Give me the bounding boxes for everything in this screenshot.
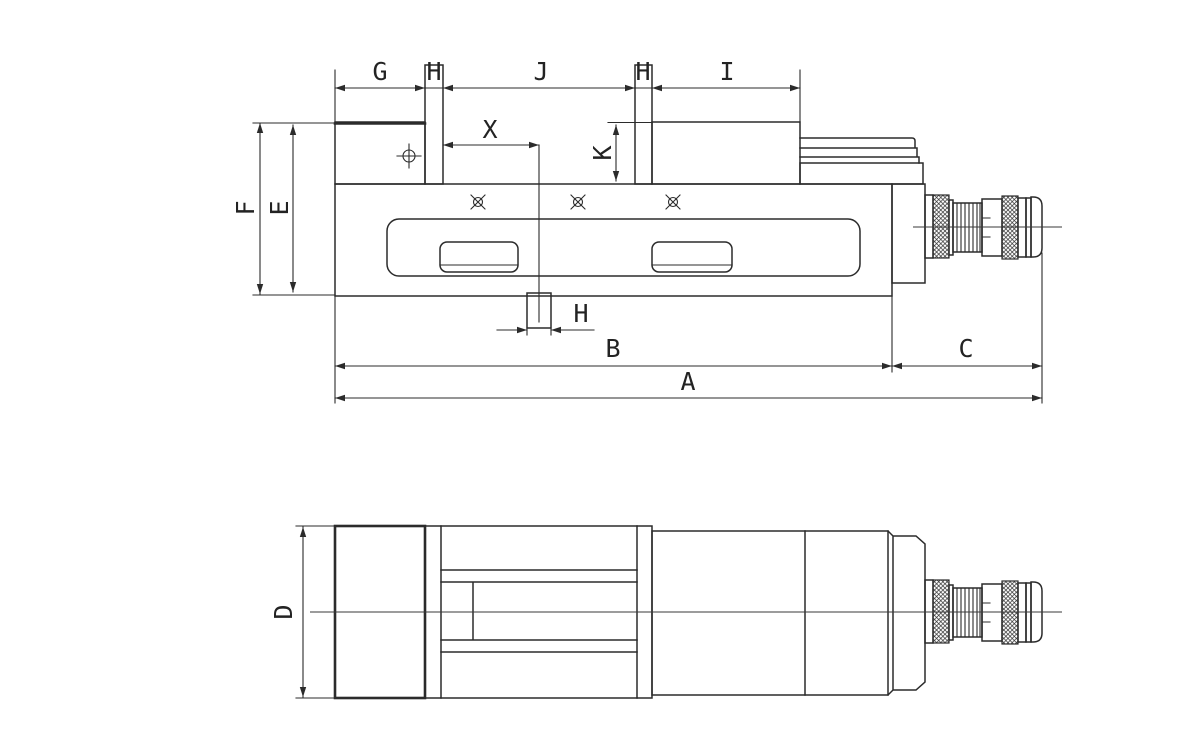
screw-washer: [924, 194, 934, 259]
grip-pocket-left: [439, 241, 519, 273]
dim-label-j: J: [533, 57, 548, 86]
plan-handle-ring-1: [1017, 582, 1027, 643]
plan-view-dimensions: D: [269, 525, 339, 699]
plan-outer-edges-mid: [440, 525, 638, 699]
grip-pocket-right: [651, 241, 733, 273]
knurled-collar-2: [1001, 195, 1019, 260]
plan-knurled-collar-1: [932, 579, 950, 644]
dim-label-b: B: [605, 334, 620, 363]
lead-screw-front: [913, 194, 1062, 260]
plan-screw-collar-grooves: [981, 602, 991, 623]
screw-collar: [981, 198, 1003, 257]
dim-label-c: C: [958, 334, 973, 363]
knurled-collar-1: [932, 194, 950, 259]
plan-knurled-collar-2: [1001, 580, 1019, 645]
extension-lines: [252, 69, 1043, 404]
plan-handle-end-cap: [1030, 581, 1043, 643]
front-view-geometry: [333, 64, 1062, 329]
dim-label-h1: H: [426, 57, 441, 86]
plan-extension-lines: [295, 525, 339, 699]
handle-ring-1: [1017, 197, 1027, 258]
rear-slide-block: [799, 162, 924, 185]
plan-end-block: [886, 529, 926, 697]
datum-mark-2: [570, 194, 586, 210]
dim-label-x: X: [482, 115, 497, 144]
end-plate: [891, 183, 926, 284]
dim-label-f: F: [231, 200, 260, 215]
handle-end-cap: [1030, 196, 1043, 258]
dim-label-e: E: [265, 200, 294, 215]
datum-mark-1: [470, 194, 486, 210]
dim-label-h2: H: [635, 57, 650, 86]
plan-view-geometry: [310, 524, 1062, 700]
plan-fixed-body: [651, 530, 889, 696]
cover-plates-steps: [799, 137, 920, 164]
plan-thread-lines: [956, 588, 981, 637]
fixed-jaw-block: [651, 121, 801, 185]
dim-label-i: I: [719, 57, 734, 86]
screw-collar-grooves: [981, 217, 991, 238]
dim-label-g: G: [372, 57, 387, 86]
lead-screw-plan: [924, 579, 1043, 645]
dim-label-k: K: [588, 145, 617, 160]
vise-bed-outline: [334, 183, 893, 297]
movable-jaw-plate: [424, 64, 444, 185]
plan-screw-collar: [981, 583, 1003, 642]
dim-label-h3: H: [573, 299, 588, 328]
plan-screw-washer: [924, 579, 934, 644]
datum-mark-3: [665, 194, 681, 210]
movable-jaw-block: [334, 121, 426, 185]
front-view-dimensions: G H J H I X K F E H B C A: [231, 57, 1043, 404]
thread-lines: [956, 203, 981, 252]
dim-label-a: A: [680, 367, 695, 396]
datum-mark-large: [396, 143, 422, 169]
dim-label-d: D: [269, 604, 298, 619]
side-slot: [386, 218, 861, 277]
plan-bed-ways: [440, 569, 638, 653]
